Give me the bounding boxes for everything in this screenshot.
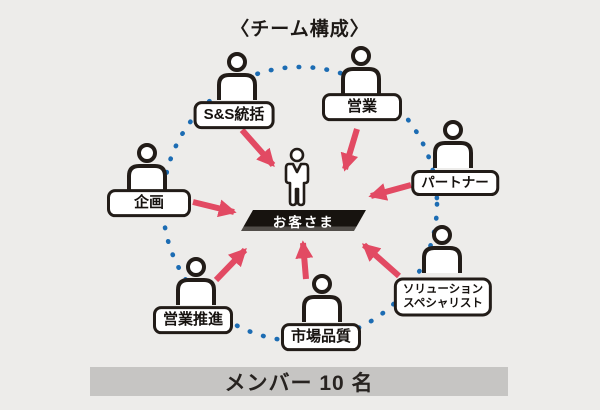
person-icon-sales-promotion bbox=[176, 257, 216, 305]
person-icon-sales bbox=[341, 46, 381, 94]
role-label-planning: 企画 bbox=[107, 189, 191, 217]
arrow-solution-specialist-to-customer bbox=[361, 242, 401, 279]
role-label-market-quality: 市場品質 bbox=[280, 323, 362, 351]
role-label-solution-specialist: ソリューション スペシャリスト bbox=[393, 277, 493, 317]
arrow-partner-to-customer bbox=[368, 182, 412, 201]
role-label-sales: 営業 bbox=[322, 93, 402, 121]
role-label-ss-management: S&S統括 bbox=[193, 101, 275, 129]
person-icon-solution-specialist bbox=[422, 225, 462, 273]
member-count-label: メンバー 10 名 bbox=[224, 371, 374, 395]
role-label-partner: パートナー bbox=[411, 170, 499, 196]
diagram-title: 〈チーム構成〉 bbox=[230, 19, 370, 40]
customer-banner-label: お客さま bbox=[272, 214, 335, 230]
arrow-planning-to-customer bbox=[192, 199, 237, 218]
role-label-sales-promotion: 営業推進 bbox=[152, 306, 234, 334]
arrow-market-quality-to-customer bbox=[295, 240, 314, 280]
person-icon-partner bbox=[433, 120, 473, 168]
person-icon-planning bbox=[127, 143, 167, 191]
dotted-team-circle bbox=[160, 64, 440, 344]
person-icon-market-quality bbox=[302, 274, 342, 322]
arrow-sales-to-customer bbox=[340, 128, 360, 172]
arrow-sales-promotion-to-customer bbox=[213, 247, 248, 283]
customer-figure-icon bbox=[284, 147, 310, 207]
customer-banner: お客さま bbox=[241, 210, 366, 231]
member-count-band: メンバー 10 名 bbox=[90, 367, 508, 396]
person-icon-ss-management bbox=[217, 52, 257, 100]
arrow-ss-management-to-customer bbox=[239, 128, 276, 168]
